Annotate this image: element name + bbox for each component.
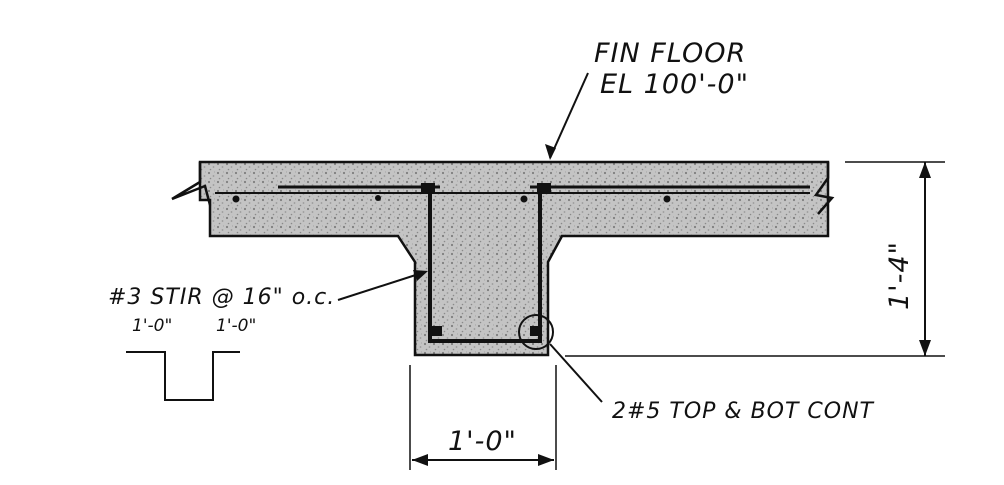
- depth-arrow-bottom: [919, 340, 931, 356]
- rebar-leader: [549, 343, 603, 403]
- stirrup-note: #3 STIR @ 16" o.c.: [108, 285, 335, 310]
- stirrup-shape-sketch: [126, 351, 240, 401]
- rebar-bottom-right: [530, 326, 542, 336]
- floor-label-line1: FIN FLOOR: [594, 38, 746, 69]
- concrete-section: [198, 160, 830, 357]
- stirrup-leg-dim-right: 1'-0": [216, 316, 256, 336]
- rebar-top-right: [537, 183, 551, 193]
- rebar-bottom-left: [430, 326, 442, 336]
- floor-leader: [549, 72, 589, 159]
- slab-bar: [663, 195, 671, 203]
- rebar-callout-circle: [518, 314, 554, 350]
- width-arrow-left: [412, 454, 428, 466]
- depth-dim-label: 1'-4": [884, 241, 915, 310]
- depth-arrow-top: [919, 162, 931, 178]
- floor-label-line2: EL 100'-0": [600, 69, 749, 100]
- slab-break-left: [171, 162, 212, 206]
- stirrup-leader-arrowhead: [413, 270, 428, 281]
- rebar-note: 2#5 TOP & BOT CONT: [612, 399, 875, 424]
- floor-leader-arrowhead: [545, 144, 556, 160]
- stirrup-leader: [337, 271, 426, 301]
- stirrup-leg-dim-left: 1'-0": [132, 316, 172, 336]
- slab-bar: [232, 195, 240, 203]
- width-dim-label: 1'-0": [448, 426, 517, 457]
- slab-bar: [375, 195, 381, 201]
- width-arrow-right: [538, 454, 554, 466]
- slab-bar: [520, 195, 528, 203]
- slab-break-right: [813, 162, 835, 215]
- rebar-top-left: [421, 183, 435, 193]
- stirrup: [428, 186, 542, 343]
